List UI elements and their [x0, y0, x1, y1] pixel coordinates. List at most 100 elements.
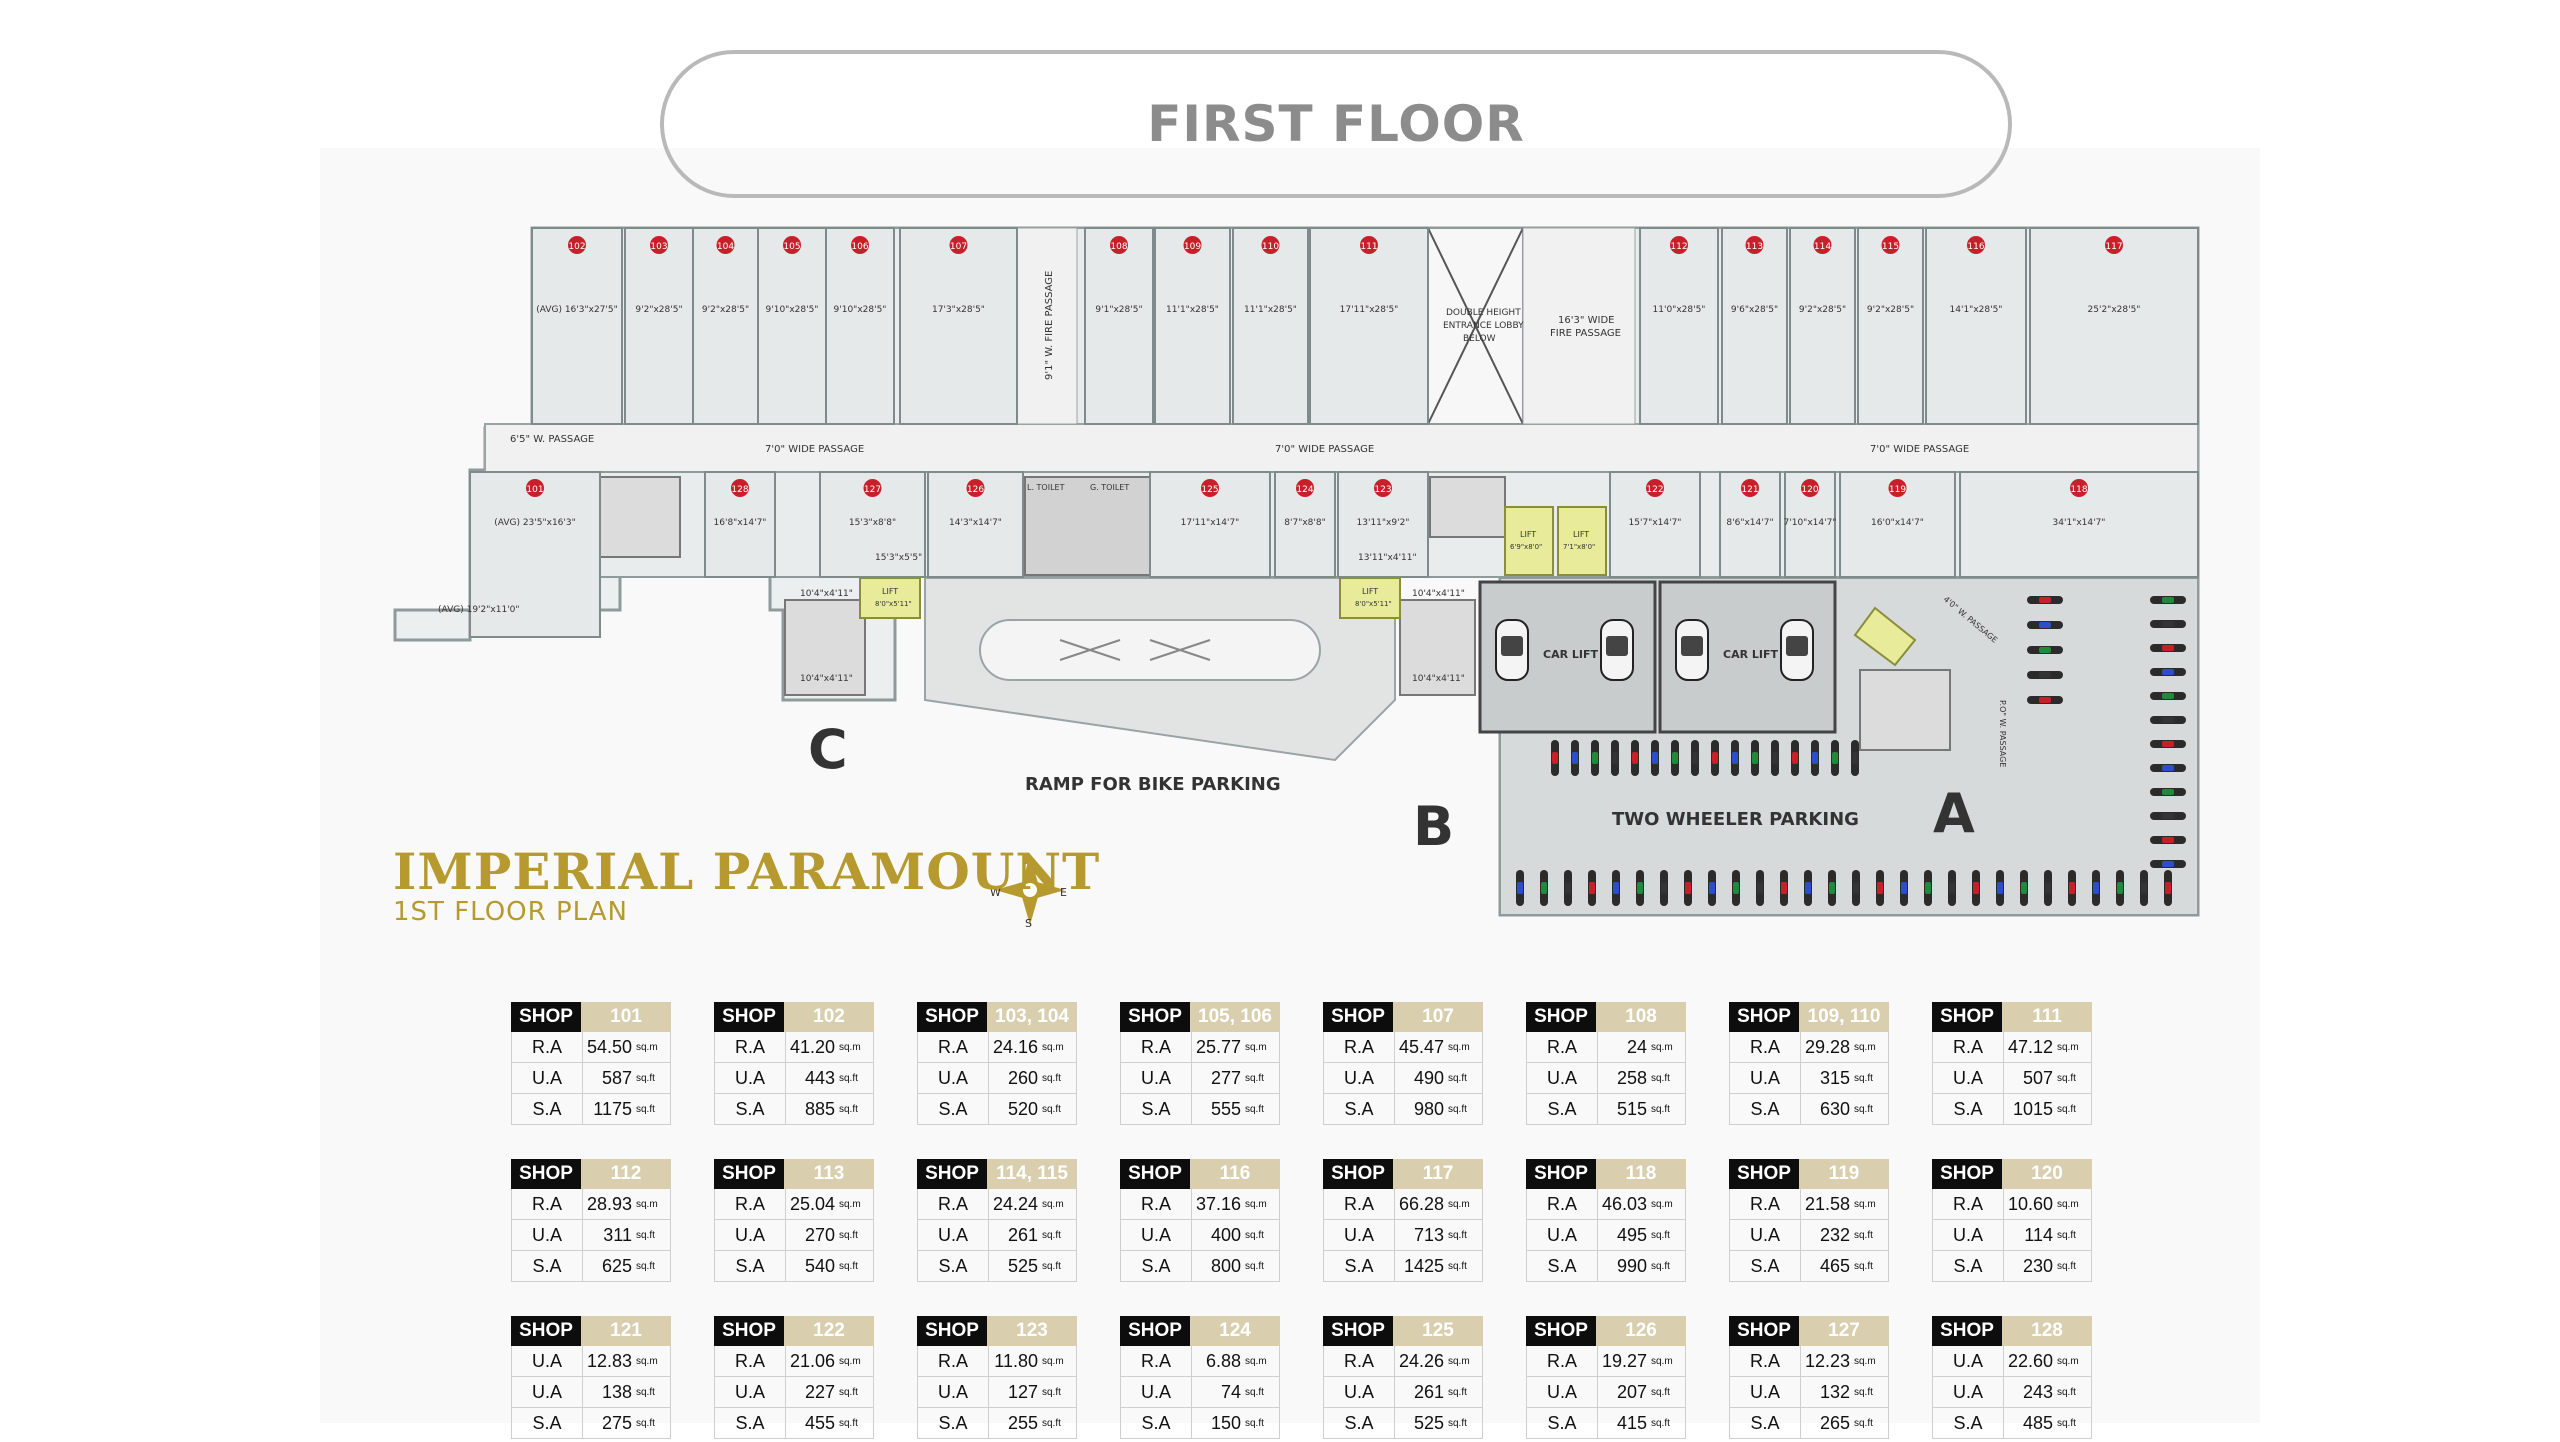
- area-value: 525: [1413, 1412, 1444, 1433]
- area-value: 485: [2022, 1412, 2053, 1433]
- unit-badge: [1670, 236, 1688, 254]
- area-unit: sq.ft: [636, 1072, 655, 1084]
- unit-number: 123: [1374, 485, 1391, 495]
- unit-badge: [568, 236, 586, 254]
- area-value: 275: [601, 1412, 632, 1433]
- unit-badge: [2105, 236, 2123, 254]
- area-value: 258: [1616, 1067, 1647, 1088]
- dim-stair-2: 10'4"x4'11": [800, 674, 853, 684]
- area-value: 315: [1819, 1067, 1850, 1088]
- motorbike-icon: [2068, 870, 2076, 906]
- unit-dimension: 17'11"x14'7": [1181, 518, 1240, 528]
- unit-number: 117: [2105, 242, 2122, 252]
- area-unit: sq.ft: [1245, 1229, 1264, 1241]
- motorbike-icon: [1651, 740, 1659, 776]
- motorbike-icon: [1731, 740, 1739, 776]
- toilet-block: [1024, 476, 1151, 576]
- area-type: R.A: [1121, 1346, 1192, 1376]
- area-value: 261: [1007, 1224, 1038, 1245]
- area-type: U.A: [512, 1377, 583, 1407]
- shop-label: SHOP: [511, 1159, 581, 1189]
- lift-4: [1557, 506, 1607, 576]
- area-type: U.A: [1121, 1220, 1192, 1250]
- shop-unit-114: [1789, 227, 1856, 425]
- shop-number: 105, 106: [1190, 1002, 1280, 1032]
- area-unit: sq.m: [2057, 1041, 2079, 1053]
- area-unit: sq.ft: [1651, 1103, 1670, 1115]
- area-unit: sq.ft: [1448, 1417, 1467, 1429]
- motorbike-icon: [2150, 764, 2186, 772]
- unit-dimension: 15'3"x8'8": [849, 518, 896, 528]
- area-value: 74: [1220, 1381, 1241, 1402]
- area-value: 28.93: [586, 1193, 632, 1214]
- wide-passage-label-2: 7'0" WIDE PASSAGE: [1275, 444, 1374, 455]
- shop-number: 114, 115: [987, 1159, 1077, 1189]
- motorbike-icon: [2150, 812, 2186, 820]
- area-unit: sq.ft: [636, 1386, 655, 1398]
- area-unit: sq.m: [2057, 1355, 2079, 1367]
- area-value: 625: [601, 1255, 632, 1276]
- compass-w: W: [990, 886, 1001, 899]
- area-value: 520: [1007, 1098, 1038, 1119]
- area-type: R.A: [1730, 1032, 1801, 1062]
- area-value: 260: [1007, 1067, 1038, 1088]
- area-unit: sq.m: [1448, 1198, 1470, 1210]
- dim-stair-3: 10'4"x4'11": [1412, 589, 1465, 599]
- ramp-label: RAMP FOR BIKE PARKING: [1025, 774, 1281, 795]
- area-unit: sq.ft: [1854, 1103, 1873, 1115]
- area-value: 132: [1819, 1381, 1850, 1402]
- motorbike-icon: [2044, 870, 2052, 906]
- motorbike-icon: [1671, 740, 1679, 776]
- area-value: 265: [1819, 1412, 1850, 1433]
- unit-badge: [526, 479, 544, 497]
- area-unit: sq.ft: [1651, 1417, 1670, 1429]
- area-type: U.A: [1933, 1377, 2004, 1407]
- motorbike-icon: [1691, 740, 1699, 776]
- area-unit: sq.ft: [839, 1103, 858, 1115]
- motorbike-icon: [2150, 692, 2186, 700]
- area-unit: sq.ft: [2057, 1072, 2076, 1084]
- lift-label-3: LIFT: [1520, 530, 1536, 539]
- motorbike-icon: [1828, 870, 1836, 906]
- shop-label: SHOP: [1526, 1159, 1596, 1189]
- shop-label: SHOP: [917, 1316, 987, 1346]
- area-value: 127: [1007, 1381, 1038, 1402]
- brand-name: IMPERIAL PARAMOUNT: [393, 842, 1101, 901]
- shop-unit-120: [1784, 471, 1836, 578]
- motorbike-icon: [1804, 870, 1812, 906]
- compass-n: N: [1024, 854, 1032, 867]
- unit-number: 125: [1201, 485, 1218, 495]
- area-type: U.A: [512, 1346, 583, 1376]
- area-unit: sq.m: [1448, 1355, 1470, 1367]
- lift-dim-4: 7'1"x8'0": [1563, 543, 1595, 551]
- area-value: 277: [1210, 1067, 1241, 1088]
- area-type: S.A: [918, 1251, 989, 1281]
- area-unit: sq.ft: [2057, 1260, 2076, 1272]
- car-lift-label-2: CAR LIFT: [1723, 648, 1779, 661]
- motorbike-icon: [2150, 860, 2186, 868]
- area-unit: sq.ft: [1651, 1072, 1670, 1084]
- unit-dimension: 13'11"x9'2": [1357, 518, 1410, 528]
- area-type: U.A: [1730, 1220, 1801, 1250]
- lift-label-4: LIFT: [1573, 530, 1589, 539]
- area-value: 1015: [2012, 1098, 2053, 1119]
